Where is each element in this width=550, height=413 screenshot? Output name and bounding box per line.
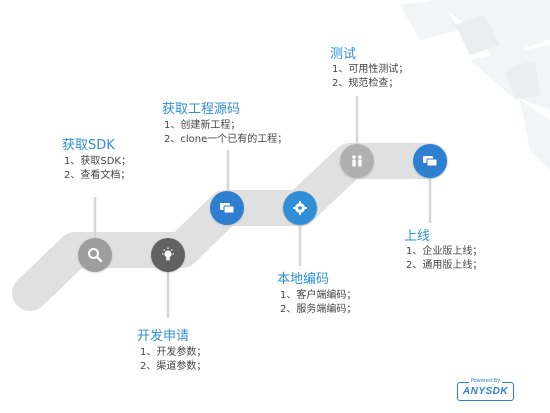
- step-title-dev-apply: 开发申请: [137, 329, 190, 344]
- step-node-local-coding: [283, 191, 317, 225]
- step-detail: 1、获取SDK；: [64, 156, 131, 167]
- step-title-launch: 上线: [404, 229, 431, 244]
- step-title-get-sdk: 获取SDK: [62, 138, 115, 153]
- step-title-local-coding: 本地编码: [277, 272, 330, 287]
- lightbulb-icon: [162, 247, 174, 261]
- logo-wordmark: ANYSDK: [462, 386, 509, 397]
- step-detail: 1、可用性测试；: [332, 64, 409, 75]
- search-icon: [88, 248, 103, 263]
- step-detail: 2、通用版上线；: [406, 260, 483, 271]
- step-detail: 2、查看文档；: [64, 170, 131, 181]
- step-detail: 1、企业版上线；: [406, 246, 483, 257]
- step-detail: 2、渠道参数；: [140, 361, 207, 372]
- step-detail: 2、规范检查；: [332, 78, 399, 89]
- step-node-get-sdk: [78, 238, 112, 272]
- step-detail: 2、服务端编码；: [280, 304, 357, 315]
- step-title-testing: 测试: [330, 47, 357, 62]
- chat-icon: [423, 156, 438, 167]
- step-detail: 1、创建新工程；: [164, 120, 241, 131]
- people-icon: [352, 155, 362, 167]
- step-detail: 1、客户端编码；: [280, 290, 357, 301]
- step-node-testing: [340, 144, 374, 178]
- chat-icon: [220, 203, 235, 214]
- gear-icon: [293, 201, 307, 215]
- step-title-get-source: 获取工程源码: [162, 102, 241, 117]
- step-node-get-source: [210, 191, 244, 225]
- connector-lines: [93, 96, 432, 318]
- step-node-dev-apply: [151, 238, 185, 272]
- logo-powered-by: Powered By: [468, 378, 503, 384]
- anysdk-logo: Powered By ANYSDK: [457, 378, 514, 401]
- step-detail: 2、clone一个已有的工程；: [164, 134, 288, 145]
- step-node-launch: [413, 144, 447, 178]
- step-detail: 1、开发参数；: [140, 347, 207, 358]
